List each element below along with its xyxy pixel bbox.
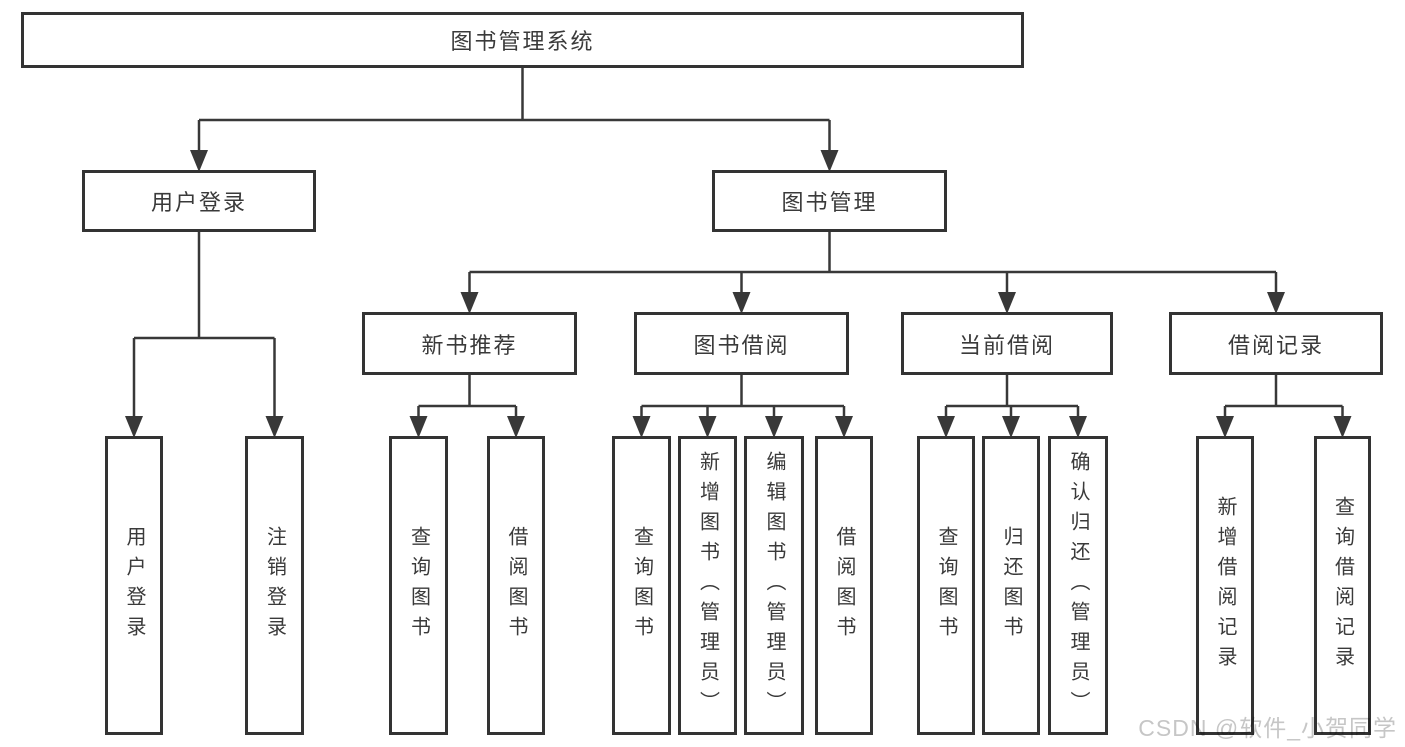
node-root-box: 图书管理系统: [21, 12, 1024, 68]
arrowhead-icon: [835, 416, 853, 438]
node-u2-label: 注销登录: [263, 525, 286, 646]
node-r2-label: 查询借阅记录: [1331, 495, 1354, 676]
node-borrow-box: 图书借阅: [634, 312, 849, 375]
arrowhead-icon: [732, 292, 751, 314]
arrowhead-icon: [765, 416, 783, 438]
arrowhead-icon: [632, 416, 651, 438]
node-c2-label: 归还图书: [1000, 525, 1022, 646]
node-n2-label: 借阅图书: [505, 525, 527, 646]
arrowhead-icon: [125, 416, 143, 438]
node-b2-label: 新增图书（管理员）: [696, 450, 719, 721]
node-n2-box: 借阅图书: [487, 436, 545, 735]
node-u1-label: 用户登录: [123, 525, 145, 646]
node-b4-label: 借阅图书: [833, 525, 855, 646]
node-u1-box: 用户登录: [105, 436, 163, 735]
arrowhead-icon: [1002, 416, 1020, 438]
node-newrec-label: 新书推荐: [421, 332, 518, 358]
node-c3-label: 确认归还（管理员）: [1067, 450, 1089, 721]
arrowhead-icon: [1069, 416, 1087, 438]
arrowhead-icon: [998, 292, 1016, 314]
arrowhead-icon: [1267, 292, 1285, 314]
arrowhead-icon: [507, 416, 525, 438]
node-r1-label: 新增借阅记录: [1214, 495, 1236, 676]
node-r1-box: 新增借阅记录: [1196, 436, 1254, 735]
node-mgmt-box: 图书管理: [712, 170, 947, 232]
arrowhead-icon: [937, 416, 955, 438]
node-c1-label: 查询图书: [935, 525, 957, 646]
node-current-label: 当前借阅: [958, 332, 1055, 358]
arrowhead-icon: [698, 416, 717, 438]
arrowhead-icon: [820, 150, 839, 172]
node-b2-box: 新增图书（管理员）: [678, 436, 737, 735]
arrowhead-icon: [190, 150, 208, 172]
arrowhead-icon: [1333, 416, 1352, 438]
node-borrow-label: 图书借阅: [693, 332, 790, 358]
node-u2-box: 注销登录: [245, 436, 304, 735]
node-c1-box: 查询图书: [917, 436, 975, 735]
node-n1-label: 查询图书: [407, 525, 430, 646]
arrowhead-icon: [409, 416, 428, 438]
node-b1-box: 查询图书: [612, 436, 671, 735]
node-root-label: 图书管理系统: [450, 29, 595, 54]
node-n1-box: 查询图书: [389, 436, 448, 735]
node-records-box: 借阅记录: [1169, 312, 1383, 375]
node-b3-label: 编辑图书（管理员）: [763, 450, 785, 721]
node-login-label: 用户登录: [150, 190, 247, 215]
node-r2-box: 查询借阅记录: [1314, 436, 1371, 735]
node-newrec-box: 新书推荐: [362, 312, 577, 375]
node-b1-label: 查询图书: [630, 525, 653, 646]
node-b4-box: 借阅图书: [815, 436, 873, 735]
node-current-box: 当前借阅: [901, 312, 1113, 375]
arrowhead-icon: [460, 292, 479, 314]
node-c2-box: 归还图书: [982, 436, 1040, 735]
node-mgmt-label: 图书管理: [781, 190, 878, 215]
node-b3-box: 编辑图书（管理员）: [744, 436, 804, 735]
node-c3-box: 确认归还（管理员）: [1048, 436, 1108, 735]
arrowhead-icon: [1216, 416, 1234, 438]
node-records-label: 借阅记录: [1227, 332, 1324, 358]
arrowhead-icon: [265, 416, 284, 438]
node-login-box: 用户登录: [82, 170, 316, 232]
